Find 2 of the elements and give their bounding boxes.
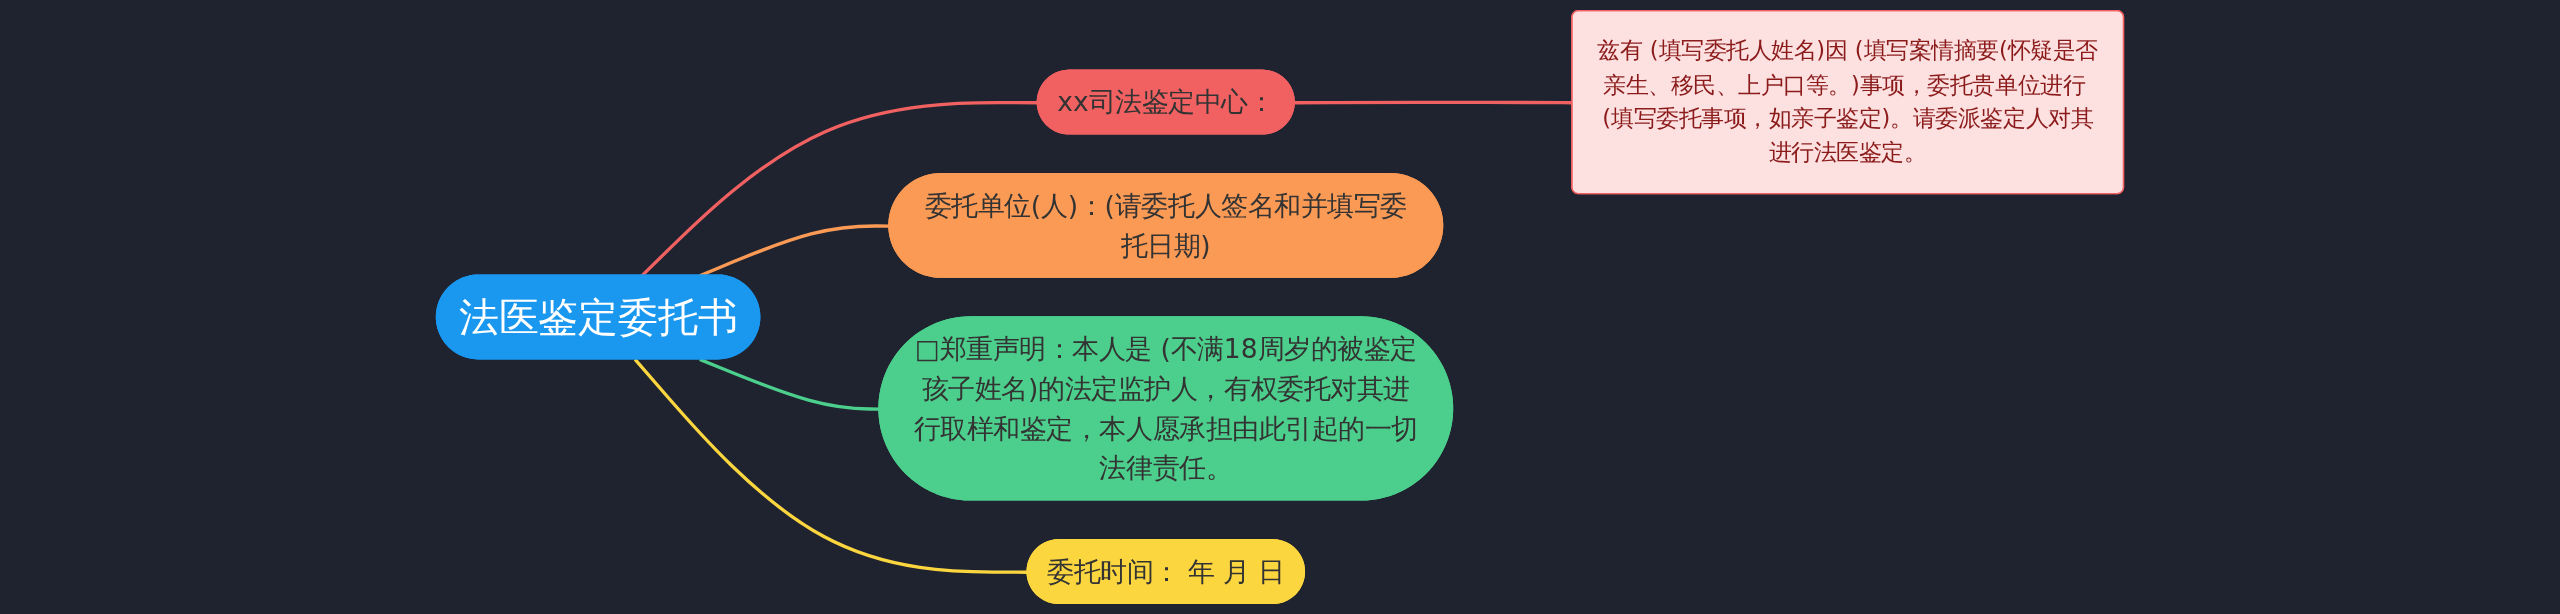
connector: [699, 357, 880, 411]
connector: [633, 358, 1028, 574]
